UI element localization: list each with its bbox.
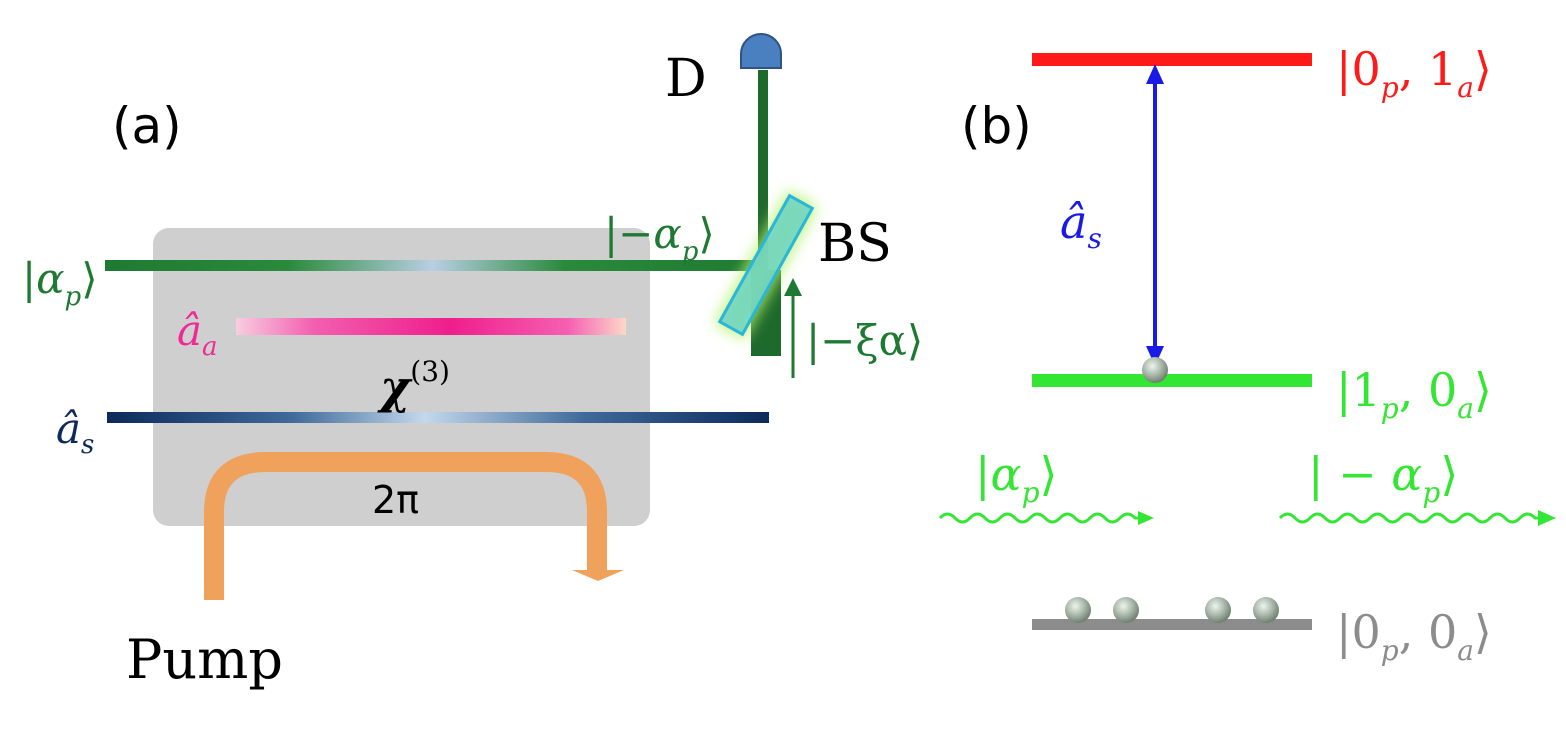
pump-arrowhead <box>572 570 624 581</box>
beamsplitter-label: BS <box>818 214 892 274</box>
upper-level <box>1032 53 1312 66</box>
transition-arrow-head-down <box>1146 346 1164 366</box>
incoming-photon-wave <box>938 512 1143 524</box>
upper-level-label: |0p, 1a⟩ <box>1336 42 1492 104</box>
middle-level-label: |1p, 0a⟩ <box>1336 363 1492 425</box>
probe-beam <box>105 260 760 271</box>
incoming-photon-label: |αp⟩ <box>975 447 1057 509</box>
reference-arrow-head <box>784 278 802 296</box>
outgoing-photon-wave <box>1278 512 1541 524</box>
atom-ball <box>1065 597 1091 623</box>
medium-label: χ(3) <box>377 355 450 414</box>
atom-ball <box>1113 597 1139 623</box>
input-probe-label: |αp⟩ <box>22 254 98 312</box>
pump-label: Pump <box>126 628 283 691</box>
mode-s-label: âs <box>56 404 94 460</box>
mode-a-label: âa <box>177 306 218 362</box>
beamsplitter <box>714 190 818 340</box>
mode-s-bar <box>107 412 769 423</box>
incoming-photon-arrowhead <box>1138 511 1154 525</box>
lower-level-label: |0p, 0a⟩ <box>1336 605 1492 667</box>
outgoing-photon-label: | − αp⟩ <box>1308 447 1458 509</box>
detector-arm <box>758 70 768 270</box>
middle-level <box>1032 374 1312 387</box>
detector-label: D <box>665 49 707 109</box>
mode-a-bar <box>236 318 626 335</box>
panel-a: (a) D BS Pump 2π χ(3) |αp⟩ <box>22 33 923 691</box>
atom-ball <box>1253 597 1279 623</box>
pump-loop-path <box>204 452 607 600</box>
transition-label: âs <box>1060 195 1102 255</box>
panel-a-label: (a) <box>112 97 182 155</box>
lower-level <box>1032 619 1312 630</box>
loop-phase-label: 2π <box>372 478 419 522</box>
nonlinear-medium-box <box>153 228 650 526</box>
outgoing-photon-arrowhead <box>1538 510 1556 526</box>
atom-ball <box>1142 357 1168 383</box>
panel-b-label: (b) <box>961 97 1032 155</box>
output-probe-label: |−αp⟩ <box>604 209 715 267</box>
atom-ball <box>1205 597 1231 623</box>
transition-arrow-head-up <box>1146 64 1164 84</box>
panel-b: (b) |0p, 1a⟩ |1p, 0a⟩ |0p, 0a⟩ âs |αp⟩ |… <box>938 42 1556 667</box>
detector-icon <box>740 33 782 69</box>
reference-state-label: |−ξα⟩ <box>806 316 923 365</box>
